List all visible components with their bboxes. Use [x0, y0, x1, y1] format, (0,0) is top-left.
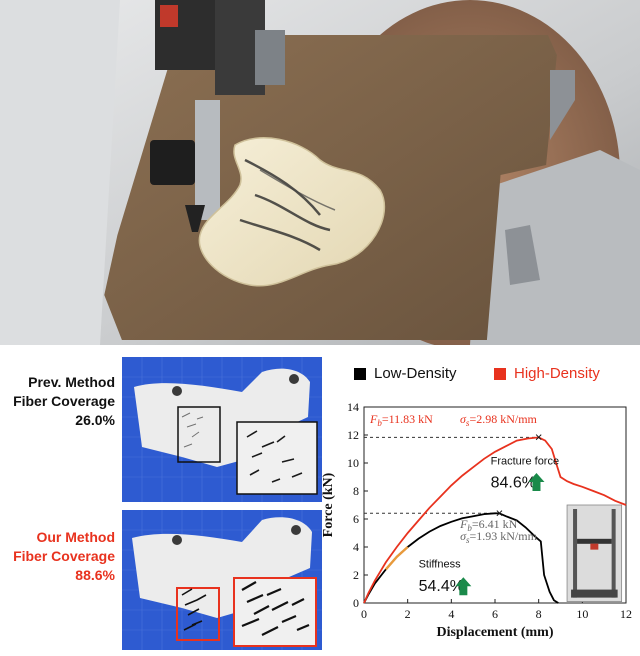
printer-photo [0, 0, 640, 345]
x-tick-label-6: 12 [620, 607, 632, 621]
our-method-label: Our Method Fiber Coverage 88.6% [10, 528, 115, 585]
prev-method-label: Prev. Method Fiber Coverage 26.0% [10, 373, 115, 430]
x-tick-label-0: 0 [361, 607, 367, 621]
y-axis-label: Force (kN) [321, 472, 336, 537]
legend-swatch-high [494, 368, 506, 380]
legend-swatch-low [354, 368, 366, 380]
results-panel: Prev. Method Fiber Coverage 26.0% Our Me… [0, 345, 640, 656]
x-tick-label-1: 2 [405, 607, 411, 621]
legend-label-low: Low-Density [374, 365, 457, 382]
y-tick-label-7: 14 [347, 400, 359, 414]
stiffness-label: Stiffness [419, 558, 461, 570]
fracture-up-arrow-icon [528, 473, 545, 491]
y-tick-label-1: 2 [353, 568, 359, 582]
prev-method-subtitle: Fiber Coverage [13, 393, 115, 409]
y-tick-label-0: 0 [353, 596, 359, 610]
our-method-part-illustration [122, 510, 322, 650]
fracture-force-value: 84.6% [491, 475, 536, 492]
low-density-fb-annotation: Fb=6.41 kN [459, 517, 518, 533]
x-tick-label-3: 6 [492, 607, 498, 621]
printer-scene-illustration [0, 0, 640, 345]
prev-method-title: Prev. Method [28, 374, 115, 390]
x-axis-label: Displacement (mm) [436, 625, 553, 640]
x-tick-label-4: 8 [536, 607, 542, 621]
test-machine-base [571, 589, 618, 598]
series-line-high-density [363, 436, 627, 604]
our-method-title: Our Method [36, 529, 115, 545]
test-machine-column-right [611, 509, 616, 598]
high-density-sigma-annotation: σs=2.98 kN/mm [460, 412, 538, 428]
fracture-force-label: Fracture force [491, 455, 559, 467]
stiffness-value: 54.4% [419, 578, 464, 595]
y-tick-label-2: 4 [353, 540, 359, 554]
y-tick-label-4: 8 [353, 484, 359, 498]
x-tick-label-5: 10 [576, 607, 588, 621]
peak-marker-0: × [496, 505, 504, 520]
prev-method-part-illustration [122, 357, 322, 502]
legend-label-high: High-Density [514, 365, 600, 382]
y-tick-label-5: 10 [347, 456, 359, 470]
prev-method-photo [122, 357, 322, 502]
y-tick-label-3: 6 [353, 512, 359, 526]
stiffness-up-arrow-icon [455, 577, 472, 596]
peak-marker-1: × [535, 429, 543, 444]
stiffness-segment-0 [384, 546, 409, 571]
our-method-subtitle: Fiber Coverage [13, 548, 115, 564]
y-tick-label-6: 12 [347, 428, 359, 442]
test-machine-sample [590, 543, 599, 550]
prev-method-value: 26.0% [75, 412, 115, 428]
low-density-sigma-annotation: σs=1.93 kN/mm [460, 529, 538, 545]
high-density-fb-annotation: Fb=11.83 kN [369, 412, 433, 428]
test-machine-crosshead [577, 538, 612, 544]
test-machine-column-left [573, 509, 578, 598]
x-tick-label-2: 4 [448, 607, 454, 621]
chart-legend: Low-Density High-Density [354, 363, 624, 385]
our-method-value: 88.6% [75, 567, 115, 583]
our-method-photo [122, 510, 322, 650]
